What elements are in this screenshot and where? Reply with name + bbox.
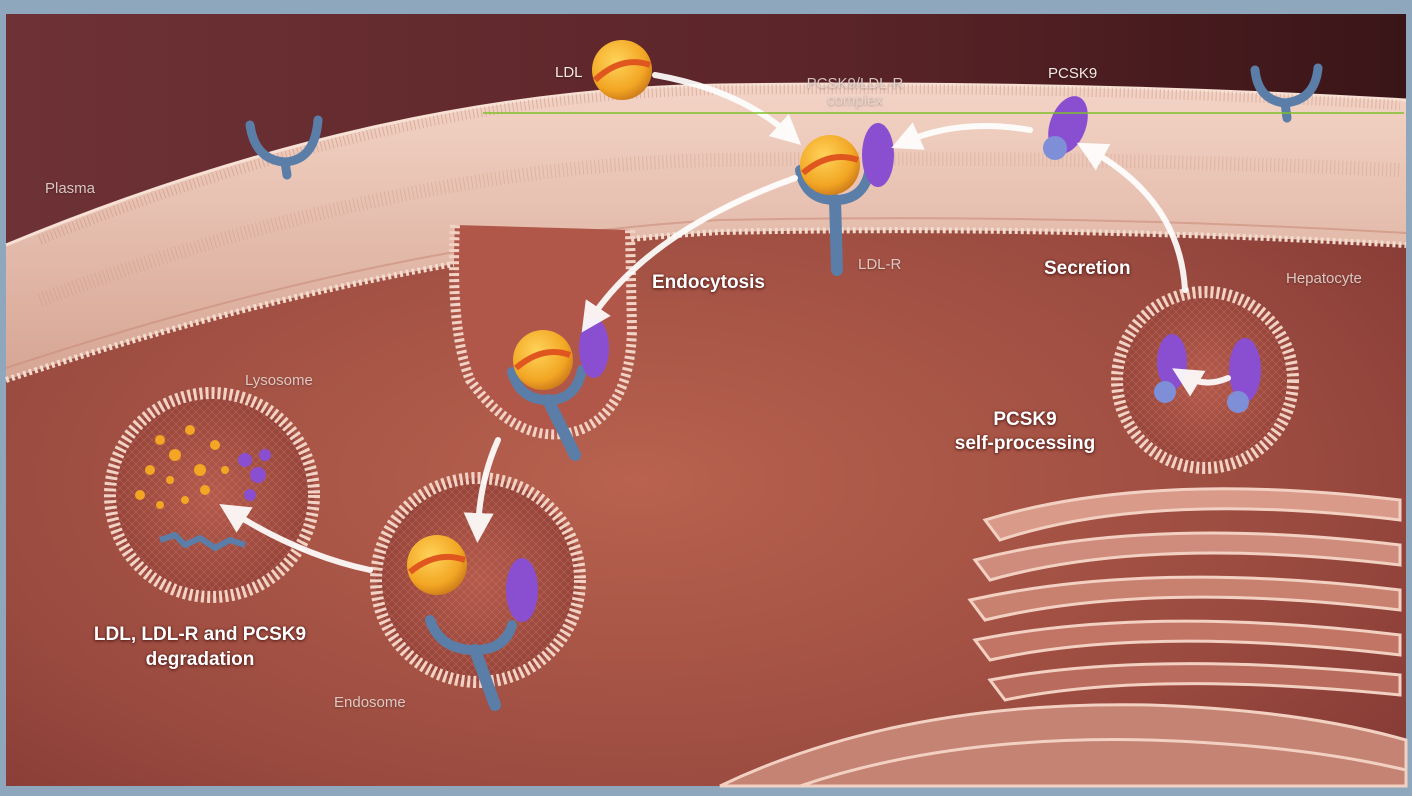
label-ldlr: LDL-R — [858, 256, 901, 273]
label-plasma: Plasma — [45, 180, 95, 197]
label-self-processing: PCSK9 self-processing — [905, 408, 1145, 456]
label-complex-line1: PCSK9/LDL-R — [790, 75, 920, 92]
label-degradation: LDL, LDL-R and PCSK9 degradation — [50, 622, 350, 672]
label-endosome: Endosome — [334, 694, 406, 711]
label-hepatocyte: Hepatocyte — [1286, 270, 1362, 287]
label-secretion: Secretion — [1044, 258, 1131, 280]
label-complex-line2: complex — [790, 92, 920, 109]
label-self-processing-line2: self-processing — [905, 432, 1145, 456]
label-lysosome: Lysosome — [245, 372, 313, 389]
label-self-processing-line1: PCSK9 — [905, 408, 1145, 432]
label-complex: PCSK9/LDL-R complex — [790, 75, 920, 109]
label-endocytosis: Endocytosis — [652, 272, 765, 294]
ldl-particle-icon — [592, 40, 652, 100]
label-pcsk9: PCSK9 — [1048, 65, 1097, 82]
label-degradation-line1: LDL, LDL-R and PCSK9 — [50, 622, 350, 647]
label-ldl: LDL — [555, 64, 583, 81]
label-degradation-line2: degradation — [50, 647, 350, 672]
lysosome — [110, 393, 314, 597]
